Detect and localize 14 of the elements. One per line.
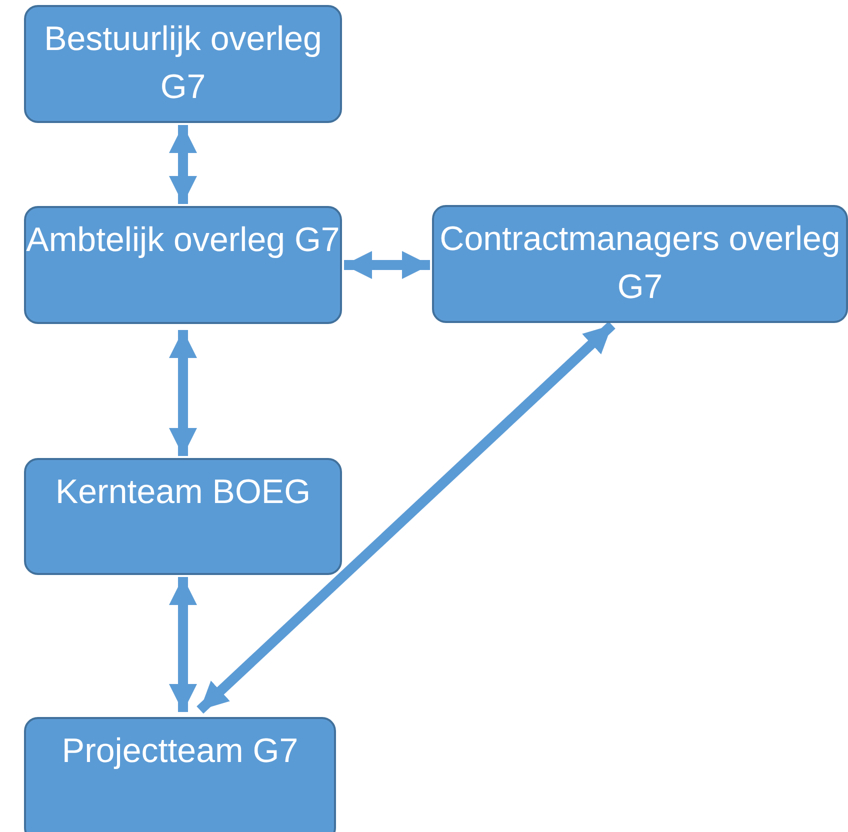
node-label: Bestuurlijk overleg G7 — [43, 19, 323, 108]
node-label: Projectteam G7 — [62, 731, 298, 772]
process-box — [24, 717, 336, 832]
double-arrow — [169, 125, 197, 204]
double-arrow — [344, 251, 430, 279]
node-label: Kernteam BOEG — [55, 472, 311, 513]
process-box — [24, 206, 342, 324]
node-label: Contractmanagers overleg G7 — [438, 219, 842, 308]
double-arrow — [169, 330, 197, 456]
node-label: Ambtelijk overleg G7 — [26, 220, 340, 261]
process-box — [432, 205, 848, 323]
process-box — [24, 5, 342, 123]
process-box — [24, 458, 342, 575]
double-arrow — [169, 577, 197, 712]
